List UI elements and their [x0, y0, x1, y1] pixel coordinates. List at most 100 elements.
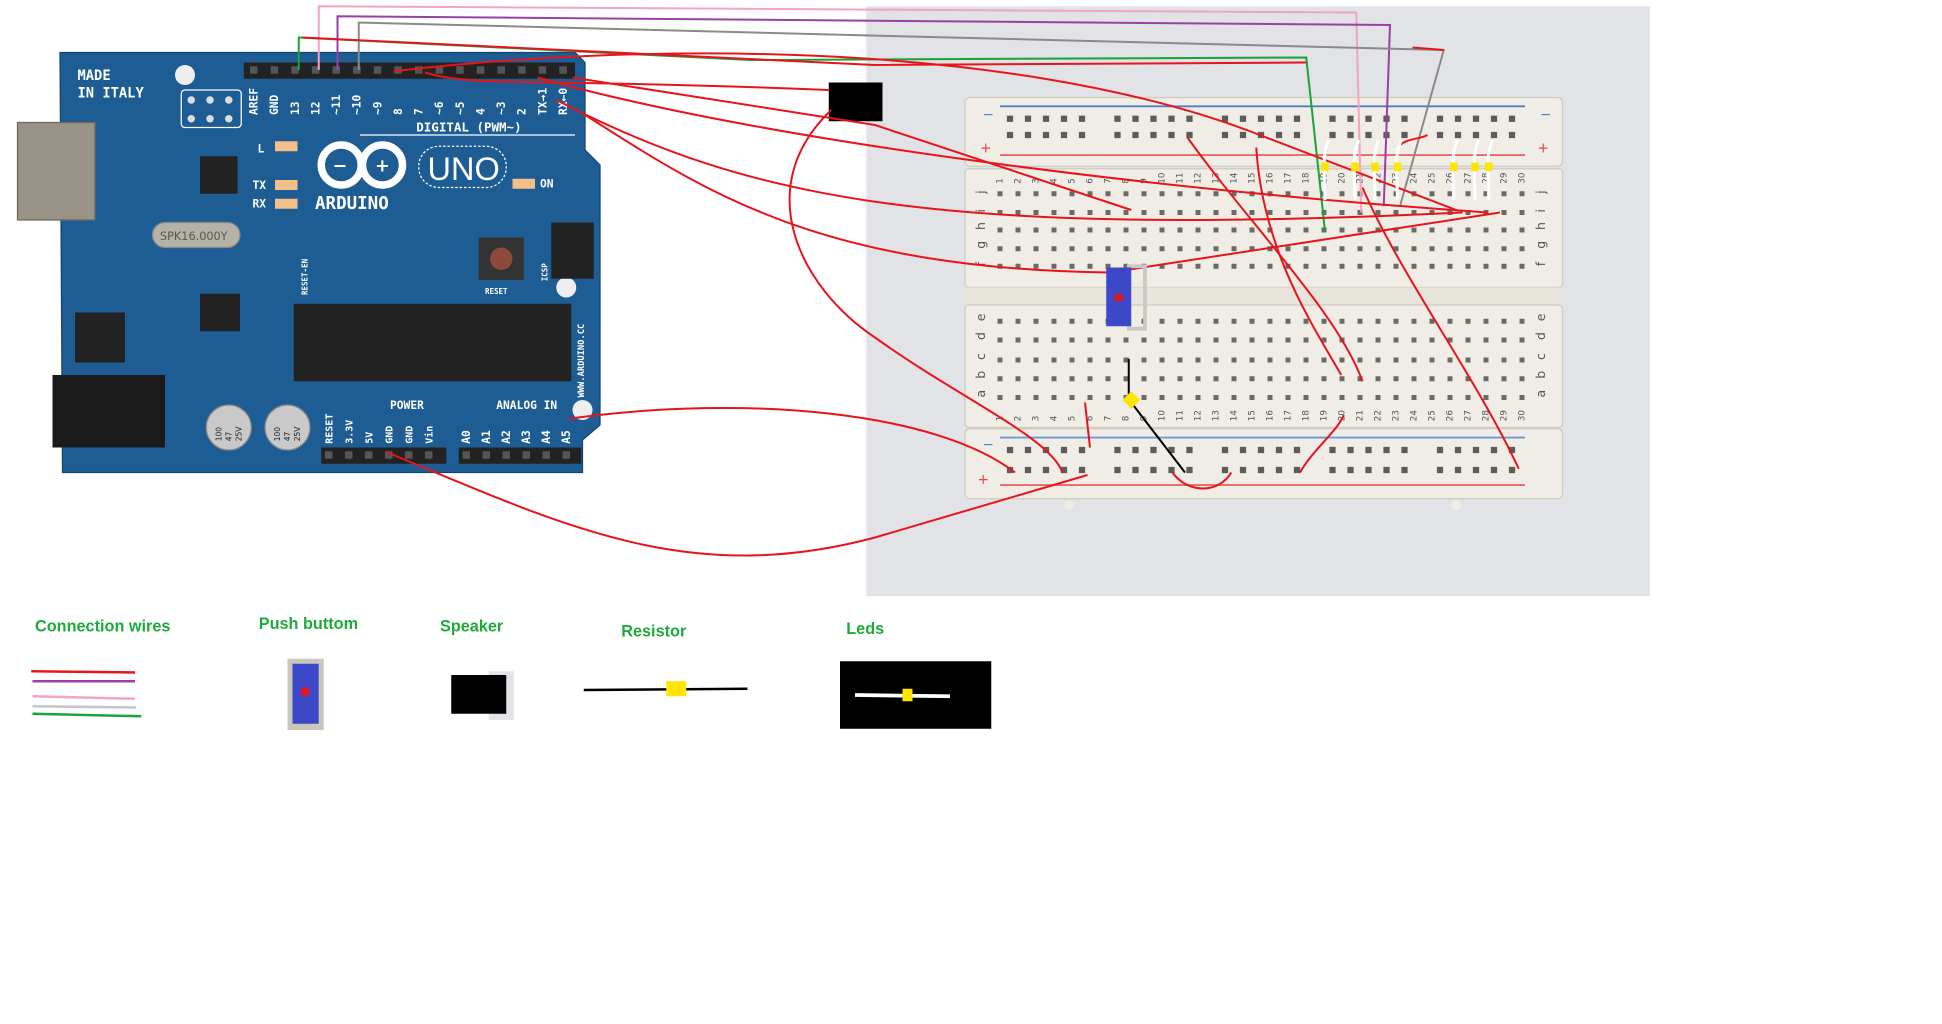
- breadboard-hole[interactable]: [1411, 357, 1417, 363]
- breadboard-hole[interactable]: [1051, 246, 1057, 252]
- rail-hole[interactable]: [1257, 115, 1265, 122]
- breadboard-hole[interactable]: [1285, 318, 1291, 324]
- breadboard-hole[interactable]: [1465, 395, 1471, 400]
- breadboard-hole[interactable]: [1105, 210, 1111, 215]
- breadboard-hole[interactable]: [1231, 337, 1237, 343]
- rail-hole[interactable]: [1168, 466, 1175, 474]
- breadboard-hole[interactable]: [1123, 191, 1129, 197]
- breadboard-hole[interactable]: [1519, 246, 1525, 252]
- breadboard-hole[interactable]: [997, 210, 1003, 215]
- breadboard-hole[interactable]: [1159, 246, 1165, 252]
- header-pin[interactable]: [542, 451, 551, 459]
- breadboard-hole[interactable]: [1231, 357, 1237, 363]
- header-pin[interactable]: [291, 66, 299, 74]
- breadboard-hole[interactable]: [1069, 191, 1075, 197]
- breadboard-hole[interactable]: [1501, 318, 1507, 324]
- header-pin[interactable]: [435, 66, 444, 74]
- breadboard-hole[interactable]: [997, 318, 1003, 324]
- breadboard-hole[interactable]: [1159, 191, 1165, 197]
- breadboard-hole[interactable]: [1339, 263, 1345, 269]
- breadboard-hole[interactable]: [1447, 263, 1453, 269]
- breadboard-hole[interactable]: [1195, 263, 1201, 269]
- breadboard-hole[interactable]: [1087, 357, 1093, 363]
- rail-hole[interactable]: [1257, 446, 1265, 454]
- rail-hole[interactable]: [1150, 115, 1157, 122]
- rail-hole[interactable]: [1132, 466, 1139, 474]
- breadboard-hole[interactable]: [1501, 246, 1507, 252]
- breadboard-hole[interactable]: [1519, 337, 1525, 343]
- breadboard-hole[interactable]: [1087, 376, 1093, 382]
- rail-hole[interactable]: [1436, 446, 1444, 454]
- breadboard-hole[interactable]: [1465, 337, 1471, 343]
- rail-hole[interactable]: [1186, 446, 1193, 454]
- header-pin[interactable]: [476, 66, 485, 74]
- rail-hole[interactable]: [1383, 446, 1390, 454]
- header-pin[interactable]: [462, 451, 471, 459]
- rail-hole[interactable]: [1293, 446, 1301, 454]
- breadboard-hole[interactable]: [1321, 357, 1327, 363]
- rail-hole[interactable]: [1150, 466, 1157, 474]
- breadboard-hole[interactable]: [997, 395, 1003, 400]
- breadboard-hole[interactable]: [1483, 191, 1489, 197]
- rail-hole[interactable]: [1024, 446, 1032, 454]
- breadboard-hole[interactable]: [1465, 357, 1471, 363]
- breadboard-hole[interactable]: [1213, 357, 1219, 363]
- breadboard-hole[interactable]: [1321, 263, 1327, 269]
- breadboard-hole[interactable]: [1033, 357, 1039, 363]
- rail-hole[interactable]: [1024, 115, 1032, 122]
- header-pin[interactable]: [482, 451, 491, 459]
- rail-hole[interactable]: [1168, 446, 1175, 454]
- rail-hole[interactable]: [1508, 446, 1516, 454]
- breadboard-hole[interactable]: [1231, 395, 1237, 400]
- rail-hole[interactable]: [1329, 131, 1336, 139]
- header-pin[interactable]: [502, 451, 511, 459]
- breadboard-hole[interactable]: [1051, 376, 1057, 382]
- breadboard-hole[interactable]: [1429, 357, 1435, 363]
- rail-hole[interactable]: [1293, 131, 1301, 139]
- breadboard-hole[interactable]: [1177, 246, 1183, 252]
- breadboard-hole[interactable]: [1087, 318, 1093, 324]
- breadboard-hole[interactable]: [1447, 376, 1453, 382]
- header-pin[interactable]: [373, 66, 382, 74]
- rail-hole[interactable]: [1006, 115, 1014, 122]
- breadboard-hole[interactable]: [1357, 376, 1363, 382]
- rail-hole[interactable]: [1454, 131, 1462, 139]
- breadboard-hole[interactable]: [1015, 395, 1021, 400]
- breadboard-hole[interactable]: [1051, 263, 1057, 269]
- breadboard-hole[interactable]: [1483, 263, 1489, 269]
- breadboard-hole[interactable]: [1339, 318, 1345, 324]
- breadboard-hole[interactable]: [1303, 246, 1309, 252]
- rail-hole[interactable]: [1401, 115, 1408, 122]
- rail-hole[interactable]: [1114, 446, 1121, 454]
- breadboard-hole[interactable]: [1411, 318, 1417, 324]
- breadboard-hole[interactable]: [1159, 357, 1165, 363]
- header-pin[interactable]: [518, 66, 526, 74]
- breadboard-hole[interactable]: [1249, 246, 1255, 252]
- breadboard-hole[interactable]: [1141, 191, 1147, 197]
- breadboard-hole[interactable]: [1015, 337, 1021, 343]
- rail-hole[interactable]: [1024, 131, 1032, 139]
- breadboard-hole[interactable]: [1177, 263, 1183, 269]
- header-pin[interactable]: [250, 66, 258, 74]
- breadboard-hole[interactable]: [1123, 227, 1129, 233]
- breadboard-hole[interactable]: [1303, 318, 1309, 324]
- breadboard-hole[interactable]: [1213, 227, 1219, 233]
- breadboard-hole[interactable]: [1069, 246, 1075, 252]
- breadboard-hole[interactable]: [1105, 246, 1111, 252]
- breadboard-hole[interactable]: [1321, 376, 1327, 382]
- rail-hole[interactable]: [1401, 131, 1408, 139]
- rail-hole[interactable]: [1472, 446, 1480, 454]
- breadboard-hole[interactable]: [1285, 210, 1291, 215]
- breadboard-hole[interactable]: [1069, 376, 1075, 382]
- header-pin[interactable]: [559, 66, 567, 74]
- breadboard-hole[interactable]: [1357, 263, 1363, 269]
- breadboard-hole[interactable]: [1159, 318, 1165, 324]
- breadboard-hole[interactable]: [1321, 246, 1327, 252]
- breadboard-hole[interactable]: [1159, 210, 1165, 215]
- rail-hole[interactable]: [1401, 466, 1408, 474]
- breadboard-hole[interactable]: [1339, 191, 1345, 197]
- breadboard-hole[interactable]: [1519, 191, 1525, 197]
- rail-hole[interactable]: [1365, 115, 1372, 122]
- breadboard-hole[interactable]: [1411, 227, 1417, 233]
- header-pin[interactable]: [538, 66, 547, 74]
